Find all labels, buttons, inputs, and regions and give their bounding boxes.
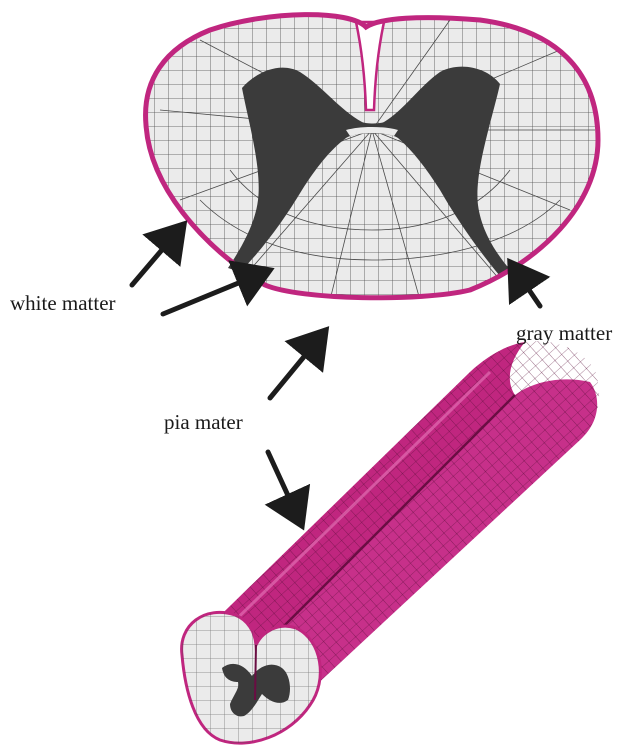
cord-3d-model xyxy=(182,341,600,743)
cross-section xyxy=(140,10,610,310)
gray-matter-arrow xyxy=(510,262,540,306)
pia-mater-arrow-up xyxy=(270,330,326,398)
gray-matter-label: gray matter xyxy=(516,323,612,344)
pia-mater-label: pia mater xyxy=(164,412,243,433)
white-matter-label: white matter xyxy=(10,293,116,314)
cylinder-end-cap xyxy=(182,612,321,743)
white-matter-arrow-2 xyxy=(163,270,270,314)
white-matter-arrow-1 xyxy=(132,224,184,285)
pia-mater-arrow-down xyxy=(268,452,302,526)
